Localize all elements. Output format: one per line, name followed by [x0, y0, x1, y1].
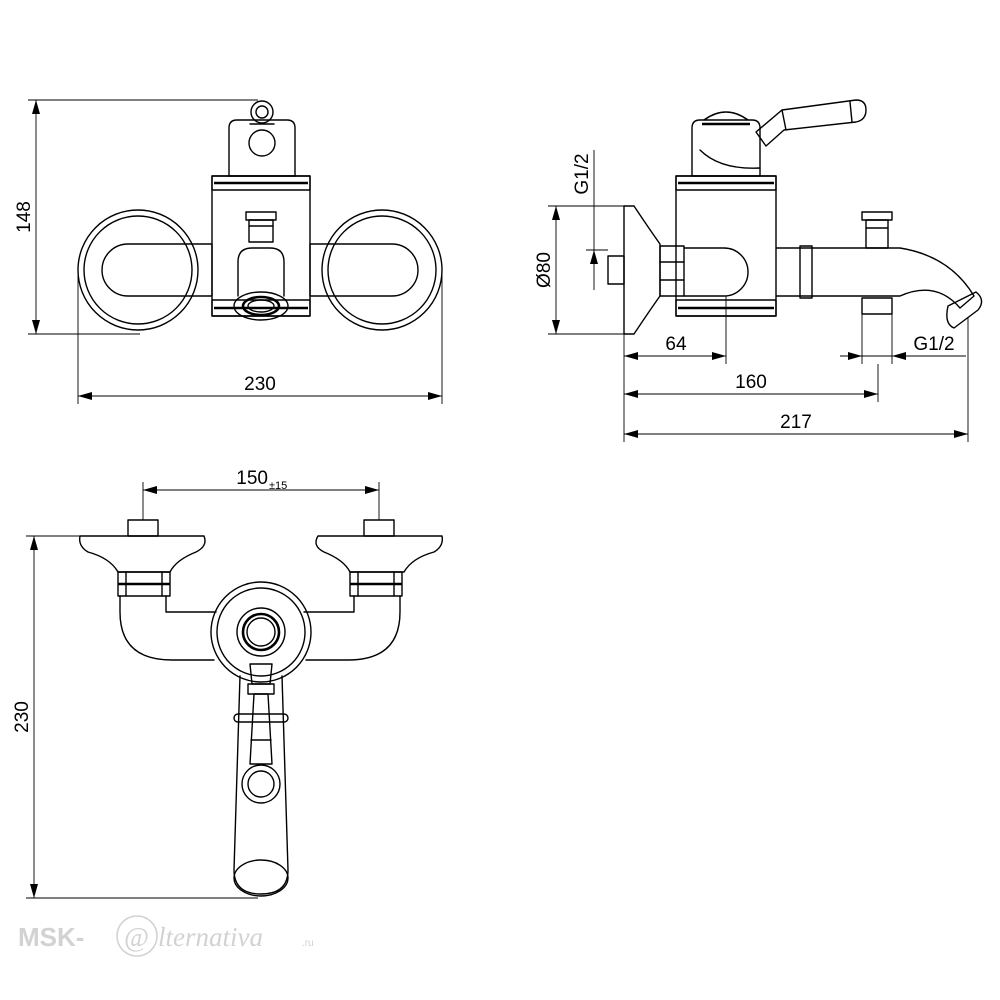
watermark-ring-icon: [116, 915, 158, 957]
hex-nut-side: [659, 245, 685, 297]
right-flange-top: [315, 519, 444, 597]
watermark-logo: MSK- @ lternativa .ru: [18, 915, 314, 957]
dim-64: 64: [623, 296, 727, 442]
diameter-label: Ø80: [534, 252, 555, 288]
front-view: 148 230: [14, 99, 443, 404]
top-view: 150 ±15 230: [12, 468, 444, 899]
wall-flange-side: [607, 205, 661, 335]
lever-top: [241, 663, 281, 804]
dim-160-label: 160: [735, 372, 767, 393]
spout-top: [233, 675, 289, 897]
dim-217: 217: [624, 318, 969, 442]
side-view: G1/2 Ø80 64 G1/2: [534, 99, 983, 442]
mixer-body: [211, 175, 311, 317]
dim-height-230: 230: [12, 535, 258, 899]
watermark-mark: @: [124, 922, 149, 952]
mixer-body-side: [675, 175, 777, 317]
dim-inlet-g12: G1/2: [572, 150, 624, 290]
inlet-thread-label: G1/2: [572, 153, 593, 194]
spout-outlet: [233, 247, 289, 321]
dim-outlet-g12: G1/2: [840, 314, 966, 364]
dim-217-label: 217: [780, 412, 812, 433]
outlet-thread-label: G1/2: [913, 334, 954, 355]
diverter-side: [861, 211, 893, 249]
dim-height-148: 148: [14, 99, 258, 335]
left-flange-top: [78, 519, 206, 597]
left-flange: [77, 209, 213, 331]
lever-handle: [691, 99, 867, 177]
watermark-domain: .ru: [302, 938, 314, 949]
dim-width-230: 230: [77, 270, 443, 404]
cartridge-cap: [228, 100, 296, 177]
dim-150: 150 ±15: [142, 468, 380, 520]
spout-side: [775, 245, 983, 329]
watermark-prefix: MSK-: [18, 922, 84, 952]
dim-diameter-80: Ø80: [534, 205, 624, 335]
right-flange: [309, 209, 443, 331]
center-body-top: [210, 581, 312, 683]
width-230-label: 230: [244, 374, 276, 395]
dim-64-label: 64: [665, 334, 687, 355]
spacing-tolerance-label: ±15: [269, 480, 287, 492]
spacing-150-label: 150: [236, 468, 268, 489]
height-230-label: 230: [12, 701, 33, 733]
dim-160: 160: [624, 364, 879, 402]
shower-outlet-side: [861, 297, 893, 315]
watermark-suffix: lternativa: [158, 922, 263, 952]
u-pipe: [119, 595, 401, 661]
height-148-label: 148: [14, 201, 35, 233]
diverter-knob: [245, 211, 277, 243]
